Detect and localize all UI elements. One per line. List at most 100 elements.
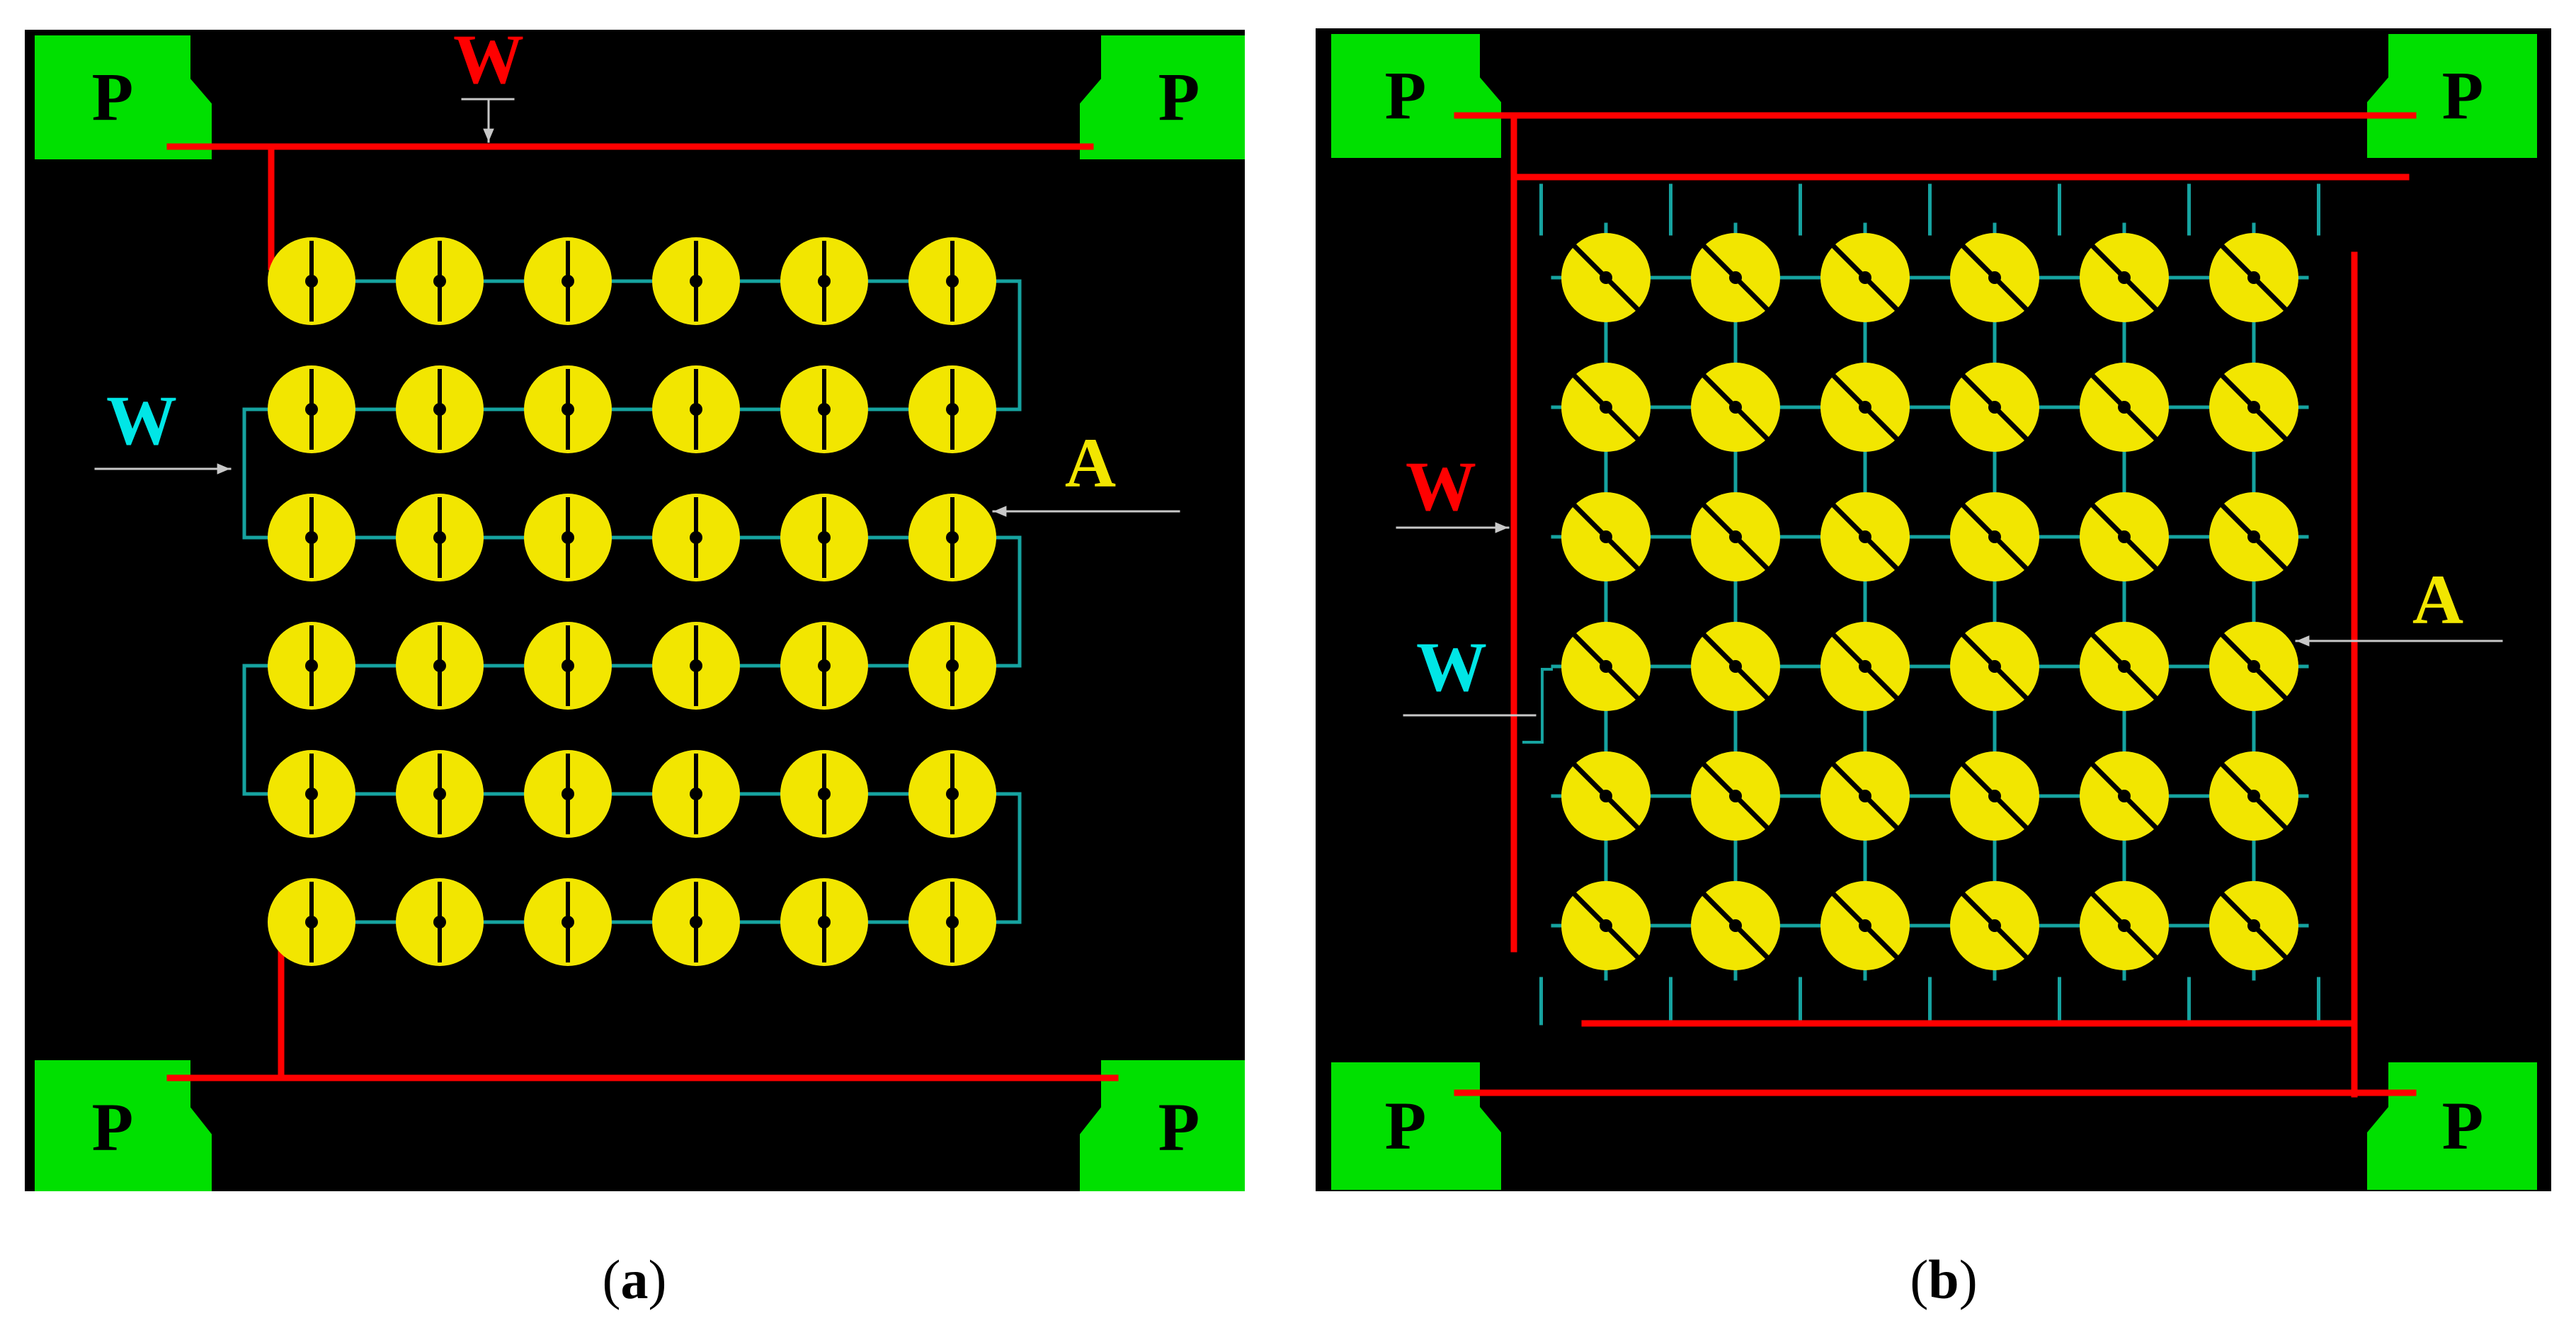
cell-r2-c6-via: [2247, 401, 2260, 414]
panel-b: P P P P W W A: [1316, 28, 2551, 1191]
cell-r2-c3-via: [1859, 401, 1871, 414]
cell-r4-c1-via: [1600, 660, 1612, 673]
cell-r1-c3-via: [1859, 271, 1871, 284]
cell-r6-c6-via: [946, 916, 959, 928]
cell-r4-c1-via: [305, 659, 318, 672]
pad-top-left-label: P: [92, 59, 134, 135]
cell-r5-c1-via: [1600, 790, 1612, 802]
caption-a-letter: a: [620, 1249, 649, 1310]
cell-r4-c2-via: [433, 659, 446, 672]
cell-r5-c2-via: [433, 788, 446, 800]
pad-top-left-label: P: [1385, 58, 1427, 134]
caption-b-letter: b: [1928, 1249, 1959, 1310]
cell-r1-c2-via: [1729, 271, 1742, 284]
caption-a-close: ): [648, 1249, 667, 1310]
label-w-red: W: [1406, 447, 1476, 526]
label-a: A: [2412, 560, 2463, 639]
cell-r5-c2-via: [1729, 790, 1742, 802]
pad-bottom-left: [35, 1060, 212, 1191]
cell-r6-c2-via: [1729, 919, 1742, 932]
cell-r5-c4-via: [1988, 790, 2001, 802]
cell-r5-c1-via: [305, 788, 318, 800]
arrow-a-head: [2296, 635, 2310, 647]
caption-a-open: (: [602, 1249, 621, 1310]
cell-r5-c3-via: [1859, 790, 1871, 802]
label-w-red: W: [453, 30, 524, 98]
cell-r1-c6-via: [2247, 271, 2260, 284]
cell-r6-c4-via: [690, 916, 702, 928]
cell-r4-c5-via: [818, 659, 831, 672]
cell-r6-c1-via: [305, 916, 318, 928]
cell-r3-c3-via: [1859, 530, 1871, 543]
pad-top-right-label: P: [1158, 59, 1200, 135]
cell-r2-c5-via: [2118, 401, 2131, 414]
cell-r6-c1-via: [1600, 919, 1612, 932]
cell-r5-c4-via: [690, 788, 702, 800]
mesh-feed: [1522, 668, 1553, 744]
pad-top-left: [35, 35, 212, 159]
cell-r1-c2-via: [433, 275, 446, 288]
cell-r3-c4-via: [690, 531, 702, 544]
pad-top-left: [1331, 34, 1501, 158]
cell-r1-c5-via: [818, 275, 831, 288]
cell-r3-c2-via: [1729, 530, 1742, 543]
pad-bottom-right-label: P: [2442, 1088, 2484, 1164]
cell-r2-c5-via: [818, 403, 831, 416]
cell-r3-c5-via: [818, 531, 831, 544]
cell-r2-c2-via: [1729, 401, 1742, 414]
caption-b-close: ): [1959, 1249, 1978, 1310]
caption-b: (b): [1837, 1248, 2050, 1312]
cell-r4-c3-via: [1859, 660, 1871, 673]
cell-r1-c4-via: [690, 275, 702, 288]
cell-r1-c4-via: [1988, 271, 2001, 284]
cell-r3-c2-via: [433, 531, 446, 544]
cell-r3-c3-via: [562, 531, 574, 544]
cell-r6-c5-via: [818, 916, 831, 928]
cell-r4-c4-via: [1988, 660, 2001, 673]
cell-r2-c1-via: [1600, 401, 1612, 414]
layout-b-drawing: P P P P W W A: [1331, 34, 2537, 1190]
cell-r6-c3-via: [562, 916, 574, 928]
cell-r3-c4-via: [1988, 530, 2001, 543]
label-w-cyan: W: [106, 381, 177, 460]
label-w-cyan: W: [1416, 627, 1487, 706]
arrow-w-cyan-head: [217, 463, 230, 475]
cell-r4-c3-via: [562, 659, 574, 672]
cell-r2-c4-via: [1988, 401, 2001, 414]
cell-r5-c6-via: [2247, 790, 2260, 802]
cell-r6-c5-via: [2118, 919, 2131, 932]
pad-bottom-right: [1080, 1060, 1245, 1191]
cell-r5-c5-via: [2118, 790, 2131, 802]
cell-r3-c1-via: [305, 531, 318, 544]
cell-r5-c6-via: [946, 788, 959, 800]
pad-top-right-label: P: [2442, 58, 2484, 134]
pad-bottom-right-label: P: [1158, 1089, 1200, 1165]
cell-r1-c5-via: [2118, 271, 2131, 284]
cell-r1-c1-via: [305, 275, 318, 288]
cell-r6-c3-via: [1859, 919, 1871, 932]
caption-a: (a): [528, 1248, 741, 1312]
cell-r2-c2-via: [433, 403, 446, 416]
panel-a: P P P P W W A: [25, 30, 1245, 1191]
cell-r4-c6-via: [946, 659, 959, 672]
arrow-w-red-head: [483, 128, 494, 142]
cell-r2-c6-via: [946, 403, 959, 416]
cell-r1-c3-via: [562, 275, 574, 288]
pad-bottom-left-label: P: [1385, 1088, 1427, 1164]
arrow-w-red-head: [1495, 522, 1508, 533]
layout-a-drawing: P P P P W W A: [35, 30, 1245, 1191]
pad-bottom-left-label: P: [92, 1089, 134, 1165]
cell-r4-c4-via: [690, 659, 702, 672]
cell-r2-c4-via: [690, 403, 702, 416]
cell-r4-c6-via: [2247, 660, 2260, 673]
cell-r1-c6-via: [946, 275, 959, 288]
label-a: A: [1065, 424, 1116, 502]
cell-r3-c5-via: [2118, 530, 2131, 543]
cell-r1-c1-via: [1600, 271, 1612, 284]
arrow-a-head: [993, 506, 1007, 517]
cell-r4-c5-via: [2118, 660, 2131, 673]
cell-r2-c3-via: [562, 403, 574, 416]
cell-r4-c2-via: [1729, 660, 1742, 673]
cell-r6-c6-via: [2247, 919, 2260, 932]
caption-b-open: (: [1910, 1249, 1929, 1310]
